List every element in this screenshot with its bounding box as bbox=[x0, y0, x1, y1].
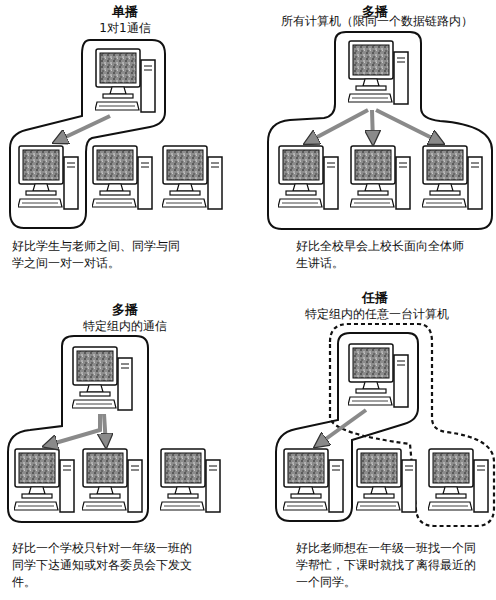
panel-title: 任播 bbox=[300, 290, 450, 306]
computer-icon bbox=[18, 146, 78, 209]
computer-icon bbox=[72, 347, 132, 410]
panel-title: 多播 bbox=[50, 302, 200, 318]
flow-arrow bbox=[55, 116, 110, 142]
computer-icon bbox=[422, 146, 482, 209]
panel-subtitle: 特定组内的通信 bbox=[40, 318, 210, 334]
group-loop bbox=[268, 32, 492, 229]
computer-icon bbox=[278, 146, 338, 209]
panel-title: 单播 bbox=[50, 4, 200, 20]
group-loop bbox=[10, 40, 165, 228]
flow-arrow bbox=[306, 110, 368, 143]
computer-icon bbox=[348, 344, 408, 407]
flow-arrow bbox=[316, 410, 366, 446]
computer-icon bbox=[350, 146, 410, 209]
computer-icon bbox=[95, 49, 155, 112]
computer-icon bbox=[428, 449, 488, 512]
flow-arrow bbox=[376, 110, 442, 143]
flow-arrow bbox=[372, 110, 373, 143]
panel-subtitle: 所有计算机（限同一个数据链路内） bbox=[262, 13, 492, 29]
computer-icon bbox=[82, 449, 142, 512]
analogy-note: 好比老师想在一年级一班找一个同学帮忙，下课时就找了离得最近的一个同学。 bbox=[296, 540, 486, 591]
dashed-group-loop bbox=[330, 324, 494, 526]
analogy-note: 好比学生与老师之间、同学与同学之间一对一对话。 bbox=[12, 238, 190, 272]
computer-icon bbox=[162, 146, 222, 209]
group-loop bbox=[8, 336, 148, 522]
computer-icon bbox=[348, 41, 408, 104]
analogy-note: 好比全校早会上校长面向全体师生讲话。 bbox=[296, 238, 474, 272]
group-loop bbox=[276, 333, 418, 521]
computer-icon bbox=[14, 449, 74, 512]
flow-arrow bbox=[104, 414, 106, 446]
computer-icon bbox=[160, 449, 220, 512]
analogy-note: 好比一个学校只针对一年级一班的同学下达通知或对各委员会下发文件。 bbox=[12, 540, 202, 591]
computer-icon bbox=[356, 449, 416, 512]
panel-subtitle: 1对1通信 bbox=[40, 20, 210, 36]
flow-arrow bbox=[45, 414, 100, 446]
computer-icon bbox=[283, 449, 343, 512]
computer-icon bbox=[92, 146, 152, 209]
panel-subtitle: 特定组内的任意一台计算机 bbox=[262, 306, 492, 322]
